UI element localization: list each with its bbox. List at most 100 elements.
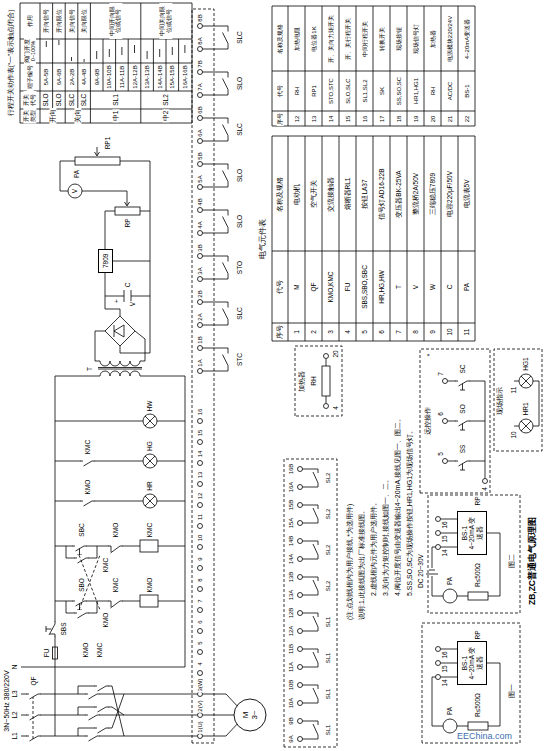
terminal-number: 16A <box>288 481 295 494</box>
power-circuit <box>33 697 34 739</box>
power-supply-circuit <box>68 184 82 198</box>
terminal-strip <box>198 185 203 190</box>
limit-switch-contact <box>203 118 229 141</box>
terminal-strip <box>198 629 203 634</box>
limit-switch-contact <box>203 26 319 739</box>
table-grid <box>356 6 357 341</box>
power-supply-circuit <box>82 191 150 211</box>
part-label: HR1 <box>522 401 529 416</box>
table-cell: 13A-13B <box>144 64 151 89</box>
transmitter-box: BS-1 4~20mA 变送器 <box>457 511 487 555</box>
terminal-strip <box>298 593 303 598</box>
table-cell: HR1,HG1 <box>412 77 419 105</box>
table-cell: 6 <box>378 329 385 335</box>
table-cell: 序号 <box>276 324 283 340</box>
table-grid <box>288 6 289 341</box>
remote-buttons <box>443 419 448 424</box>
table-cell: 10 <box>446 327 453 336</box>
power-circuit <box>26 691 41 699</box>
terminal-strip <box>298 665 303 670</box>
contact-label: SL1 <box>325 688 332 701</box>
table-cell: 交流接触器 <box>327 176 334 213</box>
limit-switch-contact <box>203 210 229 233</box>
terminal-number: 4 <box>197 661 204 666</box>
table-cell: 中间关向限位或信号 <box>159 3 172 39</box>
terminal-strip <box>198 419 203 424</box>
terminal-number: 13B <box>288 571 295 584</box>
limit-switch-contact <box>303 685 319 703</box>
table-cell: 电源模块220/24V <box>446 15 453 63</box>
table-grid <box>373 6 374 341</box>
remote-buttons <box>443 379 448 384</box>
table-grid <box>322 6 323 341</box>
terminal-number: 4B <box>197 197 204 206</box>
part-label: KMC <box>84 439 91 455</box>
terminal-number: 10A <box>288 697 295 710</box>
power-supply-circuit <box>100 361 140 366</box>
table-cell: 5A-5B <box>43 68 50 87</box>
part-label: 4 <box>481 486 488 492</box>
table-cell: SLC <box>68 93 75 108</box>
contact-label: STO <box>236 260 243 275</box>
terminal-strip <box>198 608 203 613</box>
terminal-strip <box>198 587 203 592</box>
control-circuit <box>80 458 95 466</box>
table-cell: 代号 <box>276 279 283 295</box>
table-cell: 电气元件表 <box>259 218 267 260</box>
table-cell: 4A-4B <box>81 68 88 87</box>
terminal-number: 16 <box>197 408 204 417</box>
supply-label: 3N~50Hz 380/220V <box>3 669 11 732</box>
terminal-strip <box>198 116 203 121</box>
part-label: KMC <box>146 522 153 538</box>
control-circuit <box>80 498 95 506</box>
limit-switch-contact <box>203 256 229 279</box>
power-supply-circuit <box>115 207 140 215</box>
part-label: 6 <box>437 411 444 417</box>
terminal-number: 12 <box>197 492 204 501</box>
terminal-strip <box>298 539 303 544</box>
terminal-strip <box>198 545 203 550</box>
table-cell: C <box>446 284 453 291</box>
part-label: 7 <box>437 371 444 377</box>
limit-switch-contact <box>303 649 319 667</box>
terminal-number: 7 <box>197 598 204 603</box>
power-supply-circuit <box>55 147 185 376</box>
terminal-strip <box>198 208 203 213</box>
control-circuit <box>74 610 89 618</box>
table-cell: 5 <box>361 329 368 335</box>
component-table <box>272 6 475 341</box>
part-label: 15 <box>441 664 448 673</box>
part-label: FU <box>43 648 50 659</box>
terminal-number: 14 <box>197 450 204 459</box>
control-circuit <box>143 414 157 428</box>
table-cell: 按钮LA37 <box>361 178 368 209</box>
terminal-strip <box>198 440 203 445</box>
power-supply-circuit <box>100 371 140 376</box>
power-circuit <box>94 725 109 733</box>
terminal-number: 3(W) <box>197 678 204 693</box>
table-grid <box>458 6 459 341</box>
power-supply-circuit <box>114 325 124 337</box>
table-cell: V <box>412 284 419 290</box>
power-circuit <box>21 376 250 741</box>
transmitter-circuit-1 <box>436 661 441 666</box>
terminal-number: 7B <box>197 59 204 68</box>
contact-label: SL2 <box>325 580 332 593</box>
table-cell: T <box>395 284 402 290</box>
table-grid <box>441 6 442 341</box>
part-label: HW <box>146 400 153 413</box>
terminal-number: 13 <box>197 471 204 480</box>
table-cell: 10A-10B <box>106 64 113 89</box>
part-label: 10 <box>510 430 517 439</box>
terminal-strip <box>298 611 303 616</box>
table-cell: 6A-6B <box>56 68 63 87</box>
part-label: 20 <box>332 349 339 358</box>
part-label: KMO <box>102 612 109 629</box>
table-cell: 14 <box>327 115 334 124</box>
terminal-number: 14B <box>288 535 295 548</box>
terminal-number: 15A <box>288 517 295 530</box>
terminal-number: 8 <box>197 577 204 582</box>
table-cell: 中2 <box>162 110 169 123</box>
power-circuit <box>21 376 198 736</box>
contact-label: SL2 <box>325 472 332 485</box>
